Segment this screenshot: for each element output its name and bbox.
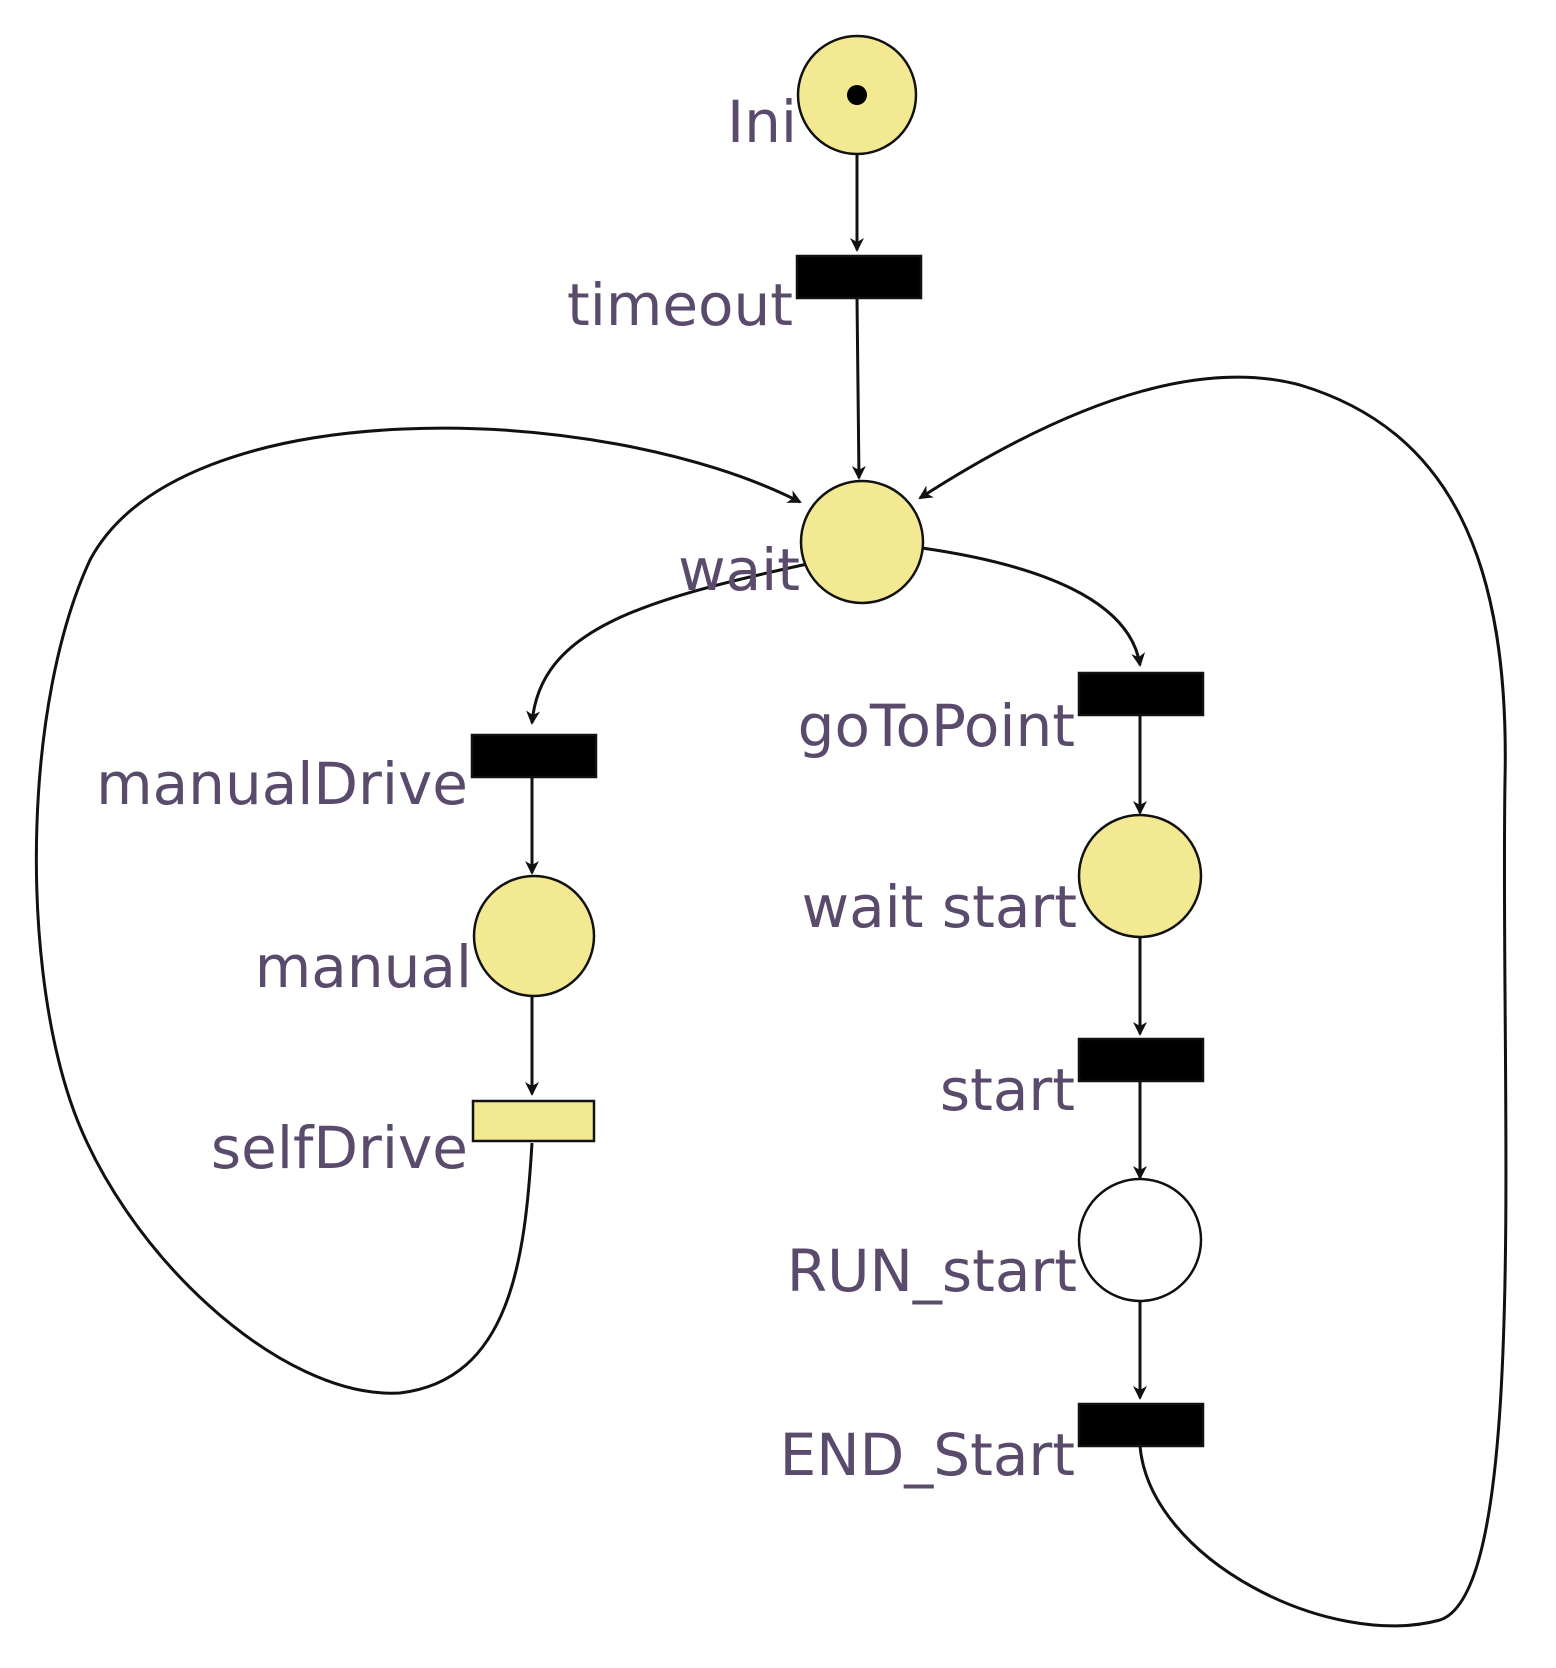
places-layer: Ini wait manual wait start RUN_start [255,34,1203,1305]
place-wait[interactable]: wait [678,479,925,605]
transition-selfdrive-bar[interactable] [471,1099,596,1143]
transition-selfdrive[interactable]: selfDrive [211,1099,596,1182]
transition-timeout[interactable]: timeout [567,254,923,339]
place-run-start-circle[interactable] [1077,1177,1203,1303]
arc-selfdrive-to-wait [34,426,802,1395]
place-run-start[interactable]: RUN_start [787,1177,1203,1305]
arc-wait-to-gotopoint [921,546,1146,667]
place-wait-start-circle[interactable] [1077,813,1203,939]
place-run-start-label: RUN_start [787,1237,1077,1305]
transition-manualdrive-bar[interactable] [470,733,598,779]
transition-timeout-bar[interactable] [795,254,923,300]
place-manual-label: manual [255,933,472,1001]
transition-start-bar[interactable] [1077,1037,1205,1083]
place-wait-label: wait [678,536,800,604]
transition-gotopoint-bar[interactable] [1077,671,1205,717]
place-wait-start[interactable]: wait start [802,813,1203,941]
place-manual-circle[interactable] [472,874,596,998]
place-manual[interactable]: manual [255,874,596,1001]
arc-timeout-to-wait [851,297,866,480]
place-ini[interactable]: Ini [727,34,918,156]
arcs-layer [34,155,1508,1628]
arc-wait-to-manualdrive [526,561,813,725]
place-wait-circle[interactable] [799,479,925,605]
transition-start-label: start [940,1056,1075,1124]
transition-end-start-bar[interactable] [1077,1402,1205,1448]
transition-gotopoint[interactable]: goToPoint [798,671,1205,760]
transition-end-start[interactable]: END_Start [780,1402,1205,1489]
transition-gotopoint-label: goToPoint [798,692,1075,760]
place-wait-start-label: wait start [802,873,1077,941]
transition-end-start-label: END_Start [780,1421,1075,1489]
arc-endstart-to-wait [918,375,1508,1628]
transition-manualdrive[interactable]: manualDrive [96,733,598,818]
transition-manualdrive-label: manualDrive [96,750,468,818]
place-ini-label: Ini [727,88,797,156]
transitions-layer: timeout manualDrive selfDrive goToPoint … [96,254,1205,1489]
transition-start[interactable]: start [940,1037,1205,1124]
token-dot [847,85,867,105]
transition-timeout-label: timeout [567,271,793,339]
transition-selfdrive-label: selfDrive [211,1114,468,1182]
